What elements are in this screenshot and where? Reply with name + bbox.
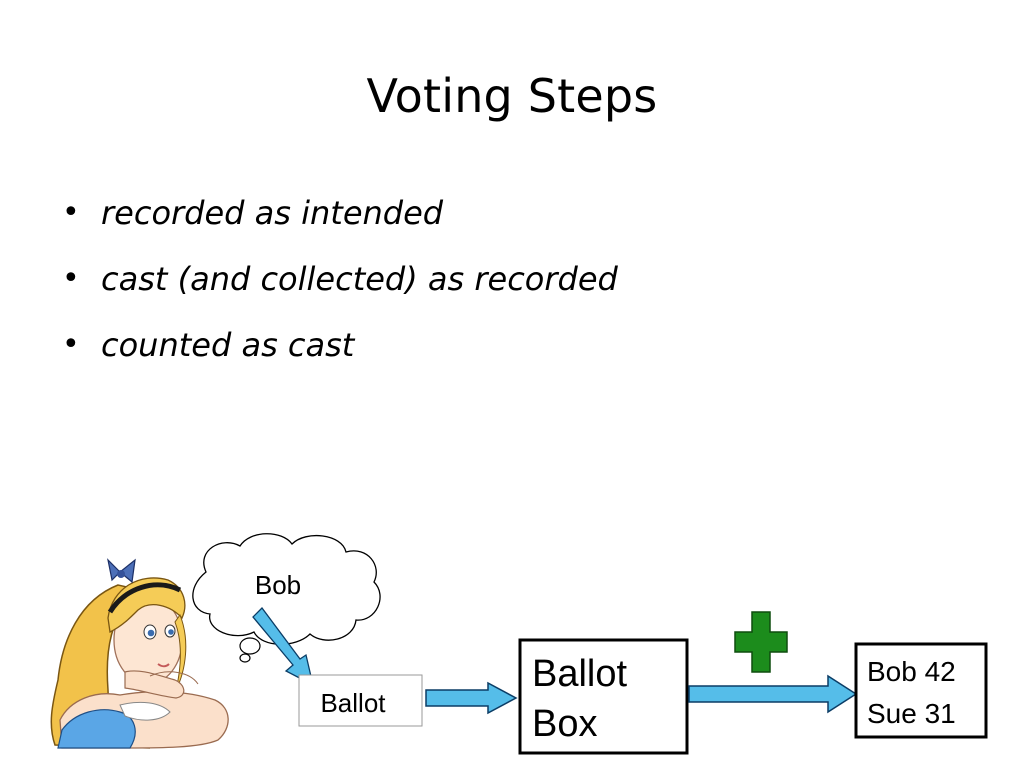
bullet-dot: •	[62, 261, 80, 296]
bullet-text: cast (and collected) as recorded	[101, 260, 618, 298]
ballot-to-box-arrow	[425, 681, 518, 715]
ballot-box-shape	[298, 674, 423, 727]
bullet-text: counted as cast	[101, 326, 355, 364]
bullet-dot: •	[62, 195, 80, 230]
bullet-dot: •	[62, 327, 80, 362]
box-to-tally-arrow	[688, 674, 858, 714]
bullet-text: recorded as intended	[101, 194, 444, 232]
plus-icon	[734, 611, 788, 673]
bullet-list: • recorded as intended • cast (and colle…	[60, 188, 618, 386]
tally-box	[854, 642, 988, 739]
bullet-item: • counted as cast	[60, 320, 618, 386]
slide-title: Voting Steps	[366, 69, 658, 123]
ballot-box-line2: Box	[532, 703, 597, 745]
ballot-label: Ballot	[320, 688, 386, 718]
ballot-box	[518, 638, 689, 755]
ballot-box-line1: Ballot	[532, 653, 627, 695]
tally-line2: Sue 31	[867, 698, 956, 729]
voter-illustration-icon	[50, 558, 229, 749]
thought-cloud-icon	[192, 533, 381, 663]
bullet-item: • cast (and collected) as recorded	[60, 254, 618, 320]
tally-line1: Bob 42	[867, 656, 956, 687]
bullet-item: • recorded as intended	[60, 188, 618, 254]
thought-text: Bob	[255, 570, 301, 600]
